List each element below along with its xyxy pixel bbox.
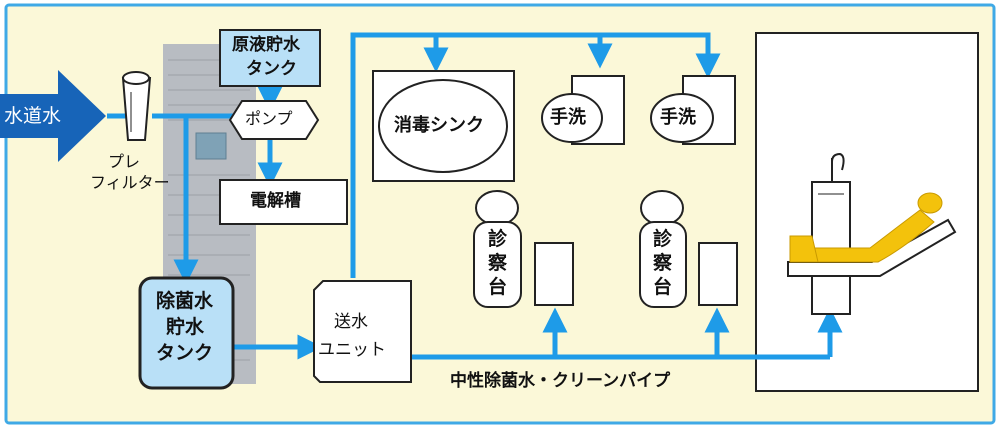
exam-table-1-body xyxy=(473,221,522,308)
electrolysis-box xyxy=(219,179,348,225)
exam-table-1-head xyxy=(475,190,519,226)
raw-tank-box xyxy=(219,29,321,87)
exam-table-1-cabinet xyxy=(534,242,574,306)
patient-room xyxy=(755,32,979,392)
exam-table-2-char-2: 察 xyxy=(653,252,673,274)
hand-wash-2-basin xyxy=(650,93,714,143)
pre-filter-label-2: フィルター xyxy=(90,173,170,192)
water-glass-icon xyxy=(121,71,152,141)
sterile-tank-label-2: 貯水 xyxy=(166,316,205,338)
supply-unit-box xyxy=(313,280,412,383)
exam-table-1-char-2: 察 xyxy=(488,252,508,274)
exam-table-2-head xyxy=(640,190,684,226)
supply-unit-label-2: ユニット xyxy=(318,340,386,360)
sink-label: 消毒シンク xyxy=(394,115,484,136)
tap-water-label: 水道水 xyxy=(4,105,62,127)
exam-table-2-body xyxy=(639,221,687,308)
exam-table-1-char-3: 台 xyxy=(488,276,508,298)
inlet-arrow-icon xyxy=(0,70,106,162)
supply-unit-label-1: 送水 xyxy=(334,312,368,332)
hand-wash-1-label: 手洗 xyxy=(550,107,586,128)
pipes xyxy=(107,32,843,360)
exam-table-1-char-1: 診 xyxy=(488,228,508,250)
patient-icon xyxy=(789,192,943,263)
pipe-label: 中性除菌水・クリーンパイプ xyxy=(450,371,671,391)
hand-wash-2-label: 手洗 xyxy=(660,107,696,128)
exam-table-2-cabinet xyxy=(698,242,738,306)
pre-filter-label-1: プレ xyxy=(108,152,141,171)
sink-basin xyxy=(378,79,508,173)
electrolysis-label: 電解槽 xyxy=(250,191,301,211)
exam-table-2-char-1: 診 xyxy=(653,228,673,250)
pump-box xyxy=(228,100,320,140)
exam-table-2-char-3: 台 xyxy=(653,276,673,298)
sterile-tank-box xyxy=(138,276,235,390)
raw-tank-label-2: タンク xyxy=(246,59,297,79)
sterile-tank-label-3: タンク xyxy=(156,342,214,364)
hand-wash-1-basin xyxy=(541,93,603,143)
cabinet-panel xyxy=(195,132,227,160)
pump-label: ポンプ xyxy=(245,109,293,128)
raw-tank-label-1: 原液貯水 xyxy=(232,35,300,55)
sterile-tank-label-1: 除菌水 xyxy=(156,290,214,312)
